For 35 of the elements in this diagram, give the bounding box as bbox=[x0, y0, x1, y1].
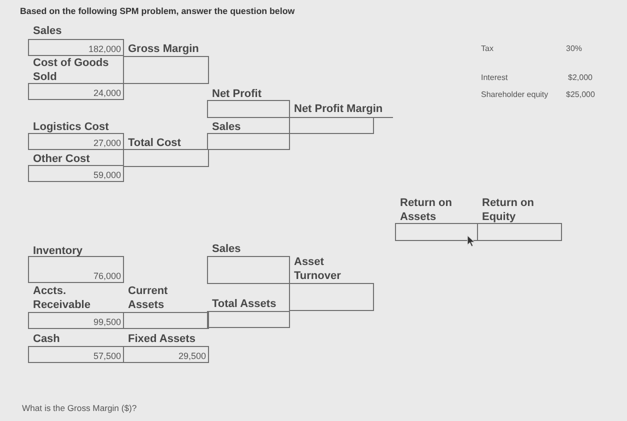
field-label: Gross Margin bbox=[128, 42, 200, 56]
field-label: Current Assets bbox=[128, 284, 169, 312]
field-value: 24,000 bbox=[93, 88, 121, 99]
label-text: Interest bbox=[481, 73, 508, 83]
field-label: Total Cost bbox=[128, 136, 182, 150]
field-label: Sales bbox=[212, 120, 242, 134]
field-label: Fixed Assets bbox=[128, 332, 196, 346]
question-text: What is the Gross Margin ($)? bbox=[22, 403, 137, 413]
label-text: Tax bbox=[481, 44, 494, 54]
field-label: Asset Turnover bbox=[294, 255, 342, 283]
field-label: Net Profit bbox=[212, 87, 262, 101]
label-text: $2,000 bbox=[568, 73, 592, 83]
label-text: Shareholder equity bbox=[481, 90, 548, 100]
field-label: Net Profit Margin bbox=[294, 102, 384, 116]
field-label: Total Assets bbox=[212, 297, 278, 311]
heading-text: Based on the following SPM problem, answer the question below bbox=[20, 6, 295, 17]
field-label: Inventory bbox=[33, 244, 84, 258]
field-value: 57,500 bbox=[93, 351, 121, 362]
field-label: Cost of Goods Sold bbox=[33, 56, 110, 84]
field-label: Sales bbox=[212, 242, 242, 256]
field-label: Sales bbox=[33, 24, 63, 38]
field-label: Return on Equity bbox=[482, 196, 535, 224]
field-value: 59,000 bbox=[93, 170, 121, 181]
field-label: Logistics Cost bbox=[33, 120, 110, 134]
field-label: Accts. Receivable bbox=[33, 284, 92, 312]
field-label: Return on Assets bbox=[400, 196, 453, 224]
label-text: 30% bbox=[566, 44, 582, 54]
field-value: 76,000 bbox=[93, 271, 121, 282]
field-label: Cash bbox=[33, 332, 61, 346]
label-text: $25,000 bbox=[566, 90, 595, 100]
field-value: 27,000 bbox=[93, 138, 121, 149]
field-value: 29,500 bbox=[178, 351, 206, 362]
field-label: Other Cost bbox=[33, 152, 91, 166]
field-value: 99,500 bbox=[93, 317, 121, 328]
field-value: 182,000 bbox=[88, 44, 121, 55]
